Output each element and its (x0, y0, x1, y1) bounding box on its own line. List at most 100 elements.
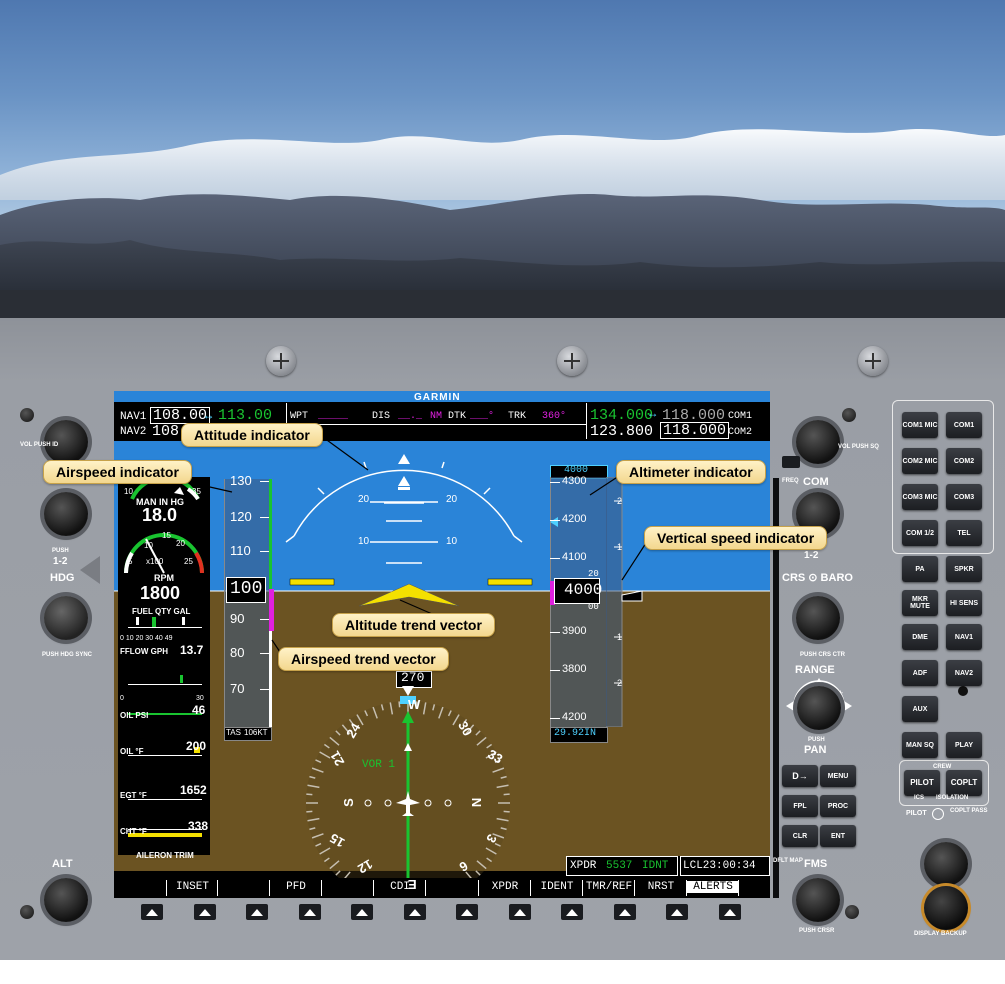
softkey-button[interactable] (298, 904, 321, 920)
audio-button-com1[interactable]: COM1 (946, 412, 982, 438)
softkey-button[interactable] (193, 904, 216, 920)
display-backup-button[interactable] (924, 886, 968, 930)
nav-tuning-knob[interactable] (44, 492, 88, 536)
nav1-active-frequency[interactable]: 108.00 (150, 407, 211, 424)
engine-indication-strip (118, 477, 210, 855)
oil-psi-label: OIL PSI (120, 711, 149, 720)
audio-button-aux[interactable]: AUX (902, 696, 938, 722)
audio-button-com2mic[interactable]: COM2 MIC (902, 448, 938, 474)
audio-button-spkr[interactable]: SPKR (946, 556, 982, 582)
softkey-button[interactable] (456, 904, 478, 920)
com2-active-frequency[interactable]: 123.800 (590, 423, 654, 440)
audio-button-tel[interactable]: TEL (946, 520, 982, 546)
altitude-readout-box (554, 578, 600, 604)
fuel-scale: 0 10 20 30 40 49 (120, 635, 173, 642)
xpdr-code[interactable]: 5537 (606, 860, 633, 872)
direct-to-button[interactable]: D→ (782, 765, 818, 787)
range-pan-joystick[interactable] (797, 686, 841, 730)
cht-label: CHT °F (120, 827, 147, 836)
com-volume-knob[interactable] (796, 420, 840, 464)
map-value: 18.0 (142, 505, 178, 525)
compass-tick (496, 817, 509, 822)
com-mic-group (892, 400, 994, 554)
airspeed-tape (224, 479, 271, 727)
audio-button-mkrmute[interactable]: MKR MUTE (902, 590, 938, 616)
softkey-button[interactable] (141, 904, 163, 920)
trk-label: TRK (508, 411, 527, 422)
menu-button[interactable]: MENU (820, 765, 856, 787)
selected-altitude[interactable]: 4000 (564, 465, 589, 476)
proc-button[interactable]: PROC (820, 795, 856, 817)
xpdr-mode: IDNT (642, 860, 669, 872)
attitude-indicator-callout: Attitude indicator (181, 423, 323, 447)
dis-label: DIS (372, 411, 391, 422)
softkey-button[interactable] (403, 904, 426, 920)
softkey-button[interactable] (351, 904, 373, 920)
airspeed-indicator-callout: Airspeed indicator (43, 460, 192, 484)
status-bar (566, 856, 770, 876)
crs-baro-knob[interactable] (796, 596, 840, 640)
fpl-button[interactable]: FPL (782, 795, 818, 817)
softkey-button[interactable] (561, 904, 583, 920)
softkey-label-ident: IDENT (540, 881, 574, 893)
range-joystick-icon: - + (786, 678, 852, 711)
softkey-divider (166, 880, 167, 896)
audio-button-com3mic[interactable]: COM3 MIC (902, 484, 938, 510)
ent-button[interactable]: ENT (820, 825, 856, 847)
nav-swap-icon: ↔ (205, 409, 213, 423)
audio-button-mansq[interactable]: MAN SQ (902, 732, 938, 758)
com1-standby-frequency[interactable]: 118.000 (662, 407, 726, 424)
heading-knob[interactable] (44, 596, 88, 640)
rpm-tick-15: 15 (162, 531, 171, 540)
clr-button[interactable]: CLR (782, 825, 818, 847)
softkey-button[interactable] (246, 904, 268, 920)
audio-volume-knob[interactable] (924, 842, 968, 886)
isolation-label: ISOLATION (936, 795, 969, 801)
audio-button-com3[interactable]: COM3 (946, 484, 982, 510)
audio-button-com12[interactable]: COM 1/2 (902, 520, 938, 546)
audio-button-play[interactable]: PLAY (946, 732, 982, 758)
compass-tick (494, 759, 501, 764)
audio-button-nav1[interactable]: NAV1 (946, 624, 982, 650)
audio-button-pa[interactable]: PA (902, 556, 938, 582)
baro-setting[interactable]: 29.92IN (554, 728, 597, 739)
freq-label: FREQ (782, 478, 799, 484)
nav1-standby-frequency[interactable]: 113.00 (218, 407, 273, 424)
softkey-divider (269, 880, 270, 896)
softkey-button[interactable] (718, 904, 741, 920)
compass-tick (364, 710, 369, 717)
audio-button-adf[interactable]: ADF (902, 660, 938, 686)
com2-standby-frequency[interactable]: 118.000 (660, 422, 730, 439)
softkey-divider (686, 880, 687, 896)
airspeed-tick-label: 120 (230, 509, 252, 524)
audio-button-com1mic[interactable]: COM1 MIC (902, 412, 938, 438)
softkey-divider (634, 880, 635, 896)
pilot-isolation-button[interactable]: PILOT (904, 770, 940, 796)
wpt-value: _____ (318, 411, 349, 422)
baro-box (550, 727, 608, 743)
softkey-button[interactable] (666, 904, 688, 920)
range-label: RANGE (795, 664, 835, 676)
hsi-compass (306, 701, 510, 898)
tas-label: TAS (226, 728, 241, 737)
dis-value: __._ (398, 411, 423, 422)
com-frequency-toggle[interactable] (782, 456, 800, 468)
softkey-label-cdi: CDI (390, 881, 410, 893)
compass-tick (324, 743, 330, 749)
screw-icon (858, 346, 888, 376)
nav-volume-knob[interactable] (44, 420, 88, 464)
compass-tick (324, 857, 330, 863)
audio-button-hisens[interactable]: HI SENS (946, 590, 982, 616)
altitude-knob[interactable] (44, 878, 88, 922)
copilot-isolation-button[interactable]: COPLT (946, 770, 982, 796)
softkey-button[interactable] (613, 904, 636, 920)
com1-active-frequency[interactable]: 134.000 (590, 407, 654, 424)
softkey-button[interactable] (508, 904, 531, 920)
audio-button-dme[interactable]: DME (902, 624, 938, 650)
audio-button-nav2[interactable]: NAV2 (946, 660, 982, 686)
garmin-logo: GARMIN (414, 392, 461, 403)
fms-knob[interactable] (796, 878, 840, 922)
audio-button-com2[interactable]: COM2 (946, 448, 982, 474)
fflow-label: FFLOW GPH (120, 647, 168, 656)
compass-tick (315, 759, 322, 764)
